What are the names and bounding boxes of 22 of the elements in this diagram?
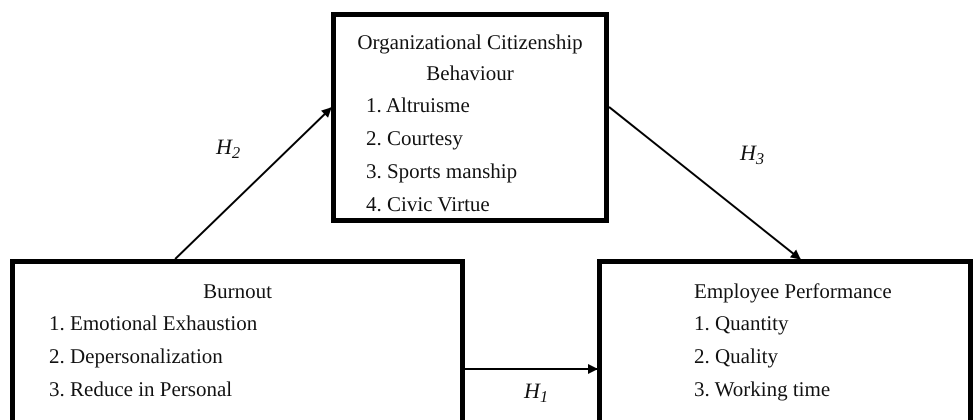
list-item: 3. Working time (693, 376, 832, 403)
list-item: 1. Altruisme (365, 92, 471, 119)
list-item: 3. Reduce in Personal (48, 376, 234, 403)
box-heading: Burnout (202, 278, 273, 305)
list-item: 1. Quantity (693, 310, 790, 337)
list-item: 2. Quality (693, 343, 779, 370)
arrow (465, 364, 598, 374)
concept-box (10, 259, 465, 420)
arrow (174, 107, 332, 260)
edge-label: H$_{1}$ (524, 380, 548, 402)
box-heading: Organizational Citizenship Behaviour (356, 29, 584, 87)
arrow (608, 106, 801, 260)
concept-box (597, 259, 973, 420)
list-item: 1. Emotional Exhaustion (48, 310, 258, 337)
edge-label: H$_{2}$ (216, 136, 240, 158)
edge-label: H$_{3}$ (740, 142, 764, 164)
box-heading: Employee Performance (693, 278, 893, 305)
list-item: 4. Civic Virtue (365, 191, 491, 218)
list-item: 3. Sports manship (365, 158, 518, 185)
list-item: 2. Depersonalization (48, 343, 224, 370)
concept-box (331, 12, 609, 223)
list-item: 2. Courtesy (365, 125, 464, 152)
